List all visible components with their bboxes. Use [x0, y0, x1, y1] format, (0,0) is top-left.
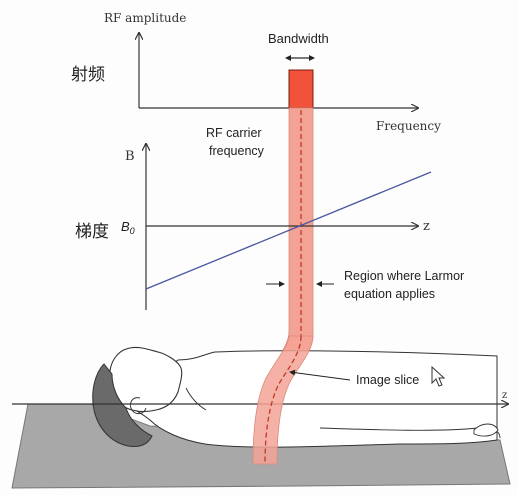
image-slice-pointer [289, 369, 351, 381]
rf-chinese-label: 射频 [71, 65, 105, 84]
rf-panel: RF amplitude Frequency 射频 Bandwidth RF c… [71, 11, 441, 158]
carrier-label-line2: frequency [209, 144, 265, 158]
patient-ear [129, 397, 147, 415]
gradient-field-line [145, 171, 432, 290]
patient-neck-line [185, 387, 207, 411]
patient-z-axis-label: z [502, 390, 507, 401]
gradient-panel: B z B0 梯度 Region where Larmor equation a… [75, 144, 464, 310]
b0-label: B0 [121, 219, 135, 236]
patient-body [116, 350, 498, 448]
patient-hair [92, 363, 153, 447]
slice-center-line-body [264, 335, 302, 465]
region-label-line2: equation applies [344, 287, 435, 301]
gradient-chinese-label: 梯度 [75, 222, 109, 241]
region-label-line1: Region where Larmor [344, 269, 464, 283]
bandwidth-label: Bandwidth [268, 31, 329, 46]
image-slice-label: Image slice [356, 373, 419, 387]
mouse-pointer-icon [431, 365, 446, 387]
patient-face [109, 346, 183, 413]
rf-amplitude-label: RF amplitude [104, 11, 186, 25]
patient-panel: z Image slice [11, 335, 511, 489]
carrier-label-line1: RF carrier [206, 126, 262, 140]
b-axis-label: B [125, 149, 135, 164]
frequency-label: Frequency [376, 119, 441, 133]
slice-band-body-overlay [252, 335, 314, 465]
patient-hand [473, 423, 499, 437]
rf-pulse-bar [288, 69, 314, 109]
z-axis-label: z [423, 219, 430, 234]
